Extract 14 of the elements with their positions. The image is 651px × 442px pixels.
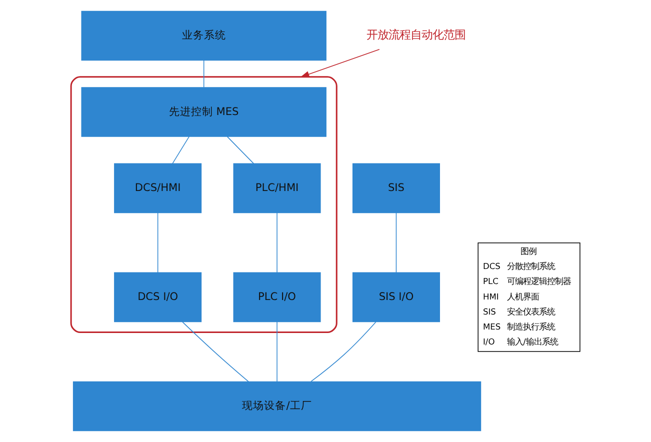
label: SIS: [482, 306, 496, 316]
label: PLC: [482, 276, 498, 286]
node-text: 开放流程自动化范围: [366, 28, 466, 42]
label: 图例: [520, 246, 537, 256]
label: 可编程逻辑控制器: [507, 276, 572, 286]
label: HMI: [482, 291, 499, 302]
label: 输入/输出系统: [507, 336, 558, 347]
label: 制造执行系统: [507, 321, 556, 332]
label: 分散控制系统: [507, 261, 556, 272]
label: MES: [482, 321, 501, 332]
label: I/O: [482, 336, 495, 347]
label: 安全仪表系统: [507, 306, 556, 316]
label: DCS: [482, 261, 500, 272]
label: 人机界面: [507, 291, 540, 302]
